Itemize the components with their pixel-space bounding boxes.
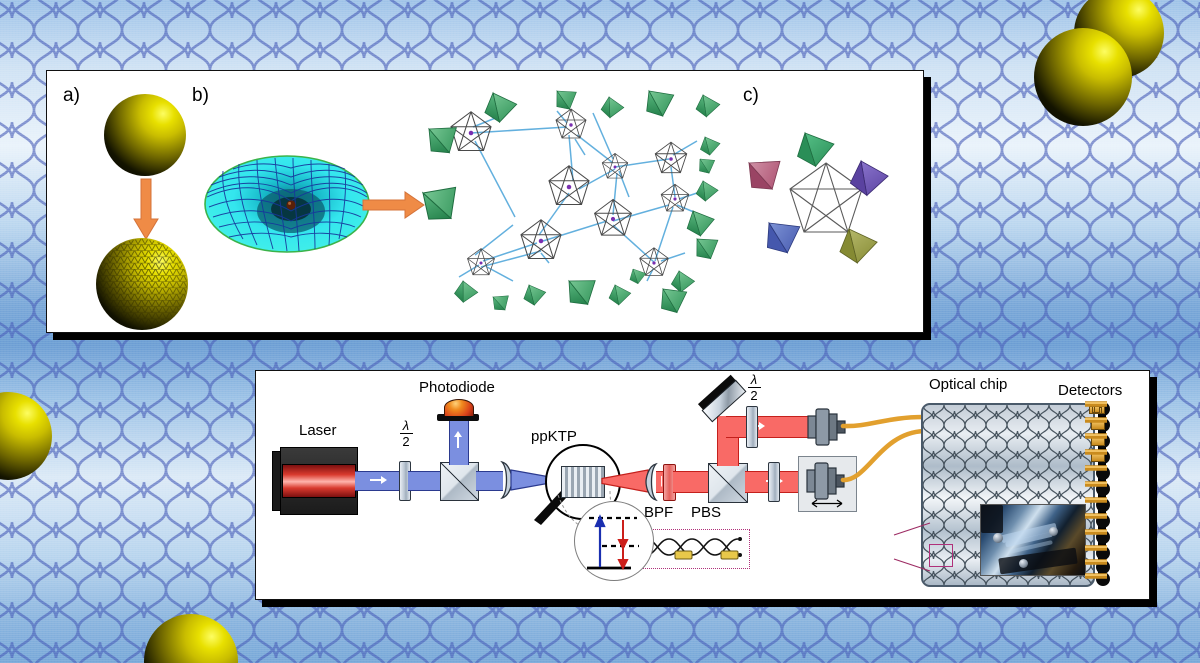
pbs-label: PBS (691, 504, 722, 521)
half-wave-plate-label-2: λ 2 (744, 373, 764, 402)
smooth-sphere (104, 94, 186, 176)
signal-arrow (617, 520, 629, 551)
pump-beam-segment (408, 471, 442, 491)
half-wave-plate-3 (768, 462, 780, 502)
top-arm-beam (726, 416, 821, 438)
pickoff-arrow (454, 431, 462, 448)
energy-level-diagram (587, 514, 639, 571)
highlighted-unit-cell (929, 544, 953, 567)
fiber-coupler-top (807, 408, 846, 446)
panel-c-label: c) (743, 85, 759, 106)
spdc-energy-level-inset (574, 501, 654, 581)
idler-arrow (617, 548, 629, 571)
collimating-lens (645, 462, 658, 502)
optical-chip (921, 403, 1095, 587)
decorative-sphere (1034, 28, 1132, 126)
mzi-schematic (645, 537, 742, 560)
bpf-label: BPF (644, 504, 674, 521)
lambda-symbol: λ (402, 418, 410, 433)
translation-arrow (811, 499, 843, 508)
ppktp-label: ppKTP (531, 428, 577, 445)
panel-b-label: b) (192, 85, 209, 106)
magnifier-handle (534, 491, 566, 525)
mzi-unit-cell-inset (639, 529, 750, 569)
tessellated-sphere (96, 238, 188, 330)
signal-idler-beam (673, 471, 710, 493)
half-wave-plate-2 (746, 406, 758, 448)
photo-mount-screw (1019, 559, 1028, 568)
chip-photograph-inset (980, 504, 1086, 576)
spacetime-well (204, 155, 370, 253)
detector-fiber-runs (1085, 401, 1107, 579)
lambda-symbol: λ (750, 372, 758, 387)
polarizing-beamsplitter (708, 463, 748, 503)
detectors-label: Detectors (1058, 382, 1123, 399)
down-arrow-a (133, 178, 159, 240)
denominator: 2 (402, 434, 410, 449)
photo-mount-screw (1049, 527, 1058, 536)
fiber-coupler-bottom (806, 462, 845, 500)
right-arrow-b (362, 191, 425, 219)
photodiode-base (437, 414, 479, 421)
optical-chip-label: Optical chip (929, 376, 1008, 393)
laser-label: Laser (299, 422, 337, 439)
focusing-lens-1 (500, 460, 513, 500)
half-wave-plate-label-1: λ 2 (396, 419, 416, 448)
pump-beam-segment (476, 471, 503, 491)
fraction-bar (399, 433, 413, 434)
pump-arrow (594, 514, 606, 567)
photodiode-dome (444, 399, 474, 416)
beam-direction-arrow (370, 476, 387, 484)
ppktp-crystal (561, 466, 605, 498)
panel-a-label: a) (63, 85, 80, 106)
photo-shadow (981, 505, 1003, 533)
optical-fibers (840, 414, 927, 483)
bottom-panel-setup: Laser Photodiode ppKTP BPF PBS Optical c… (255, 370, 1150, 600)
panel-c-graph (748, 131, 889, 264)
denominator: 2 (750, 388, 758, 403)
photo-mount-screw (993, 533, 1003, 543)
mzi-callout-lines (893, 522, 931, 572)
photodiode-label: Photodiode (419, 379, 495, 396)
laser-gain-medium (282, 464, 356, 498)
beamsplitter-cube (440, 462, 479, 501)
top-panel: a) b) c) (46, 70, 924, 333)
fraction-bar (747, 387, 761, 388)
graph-network (421, 89, 721, 314)
